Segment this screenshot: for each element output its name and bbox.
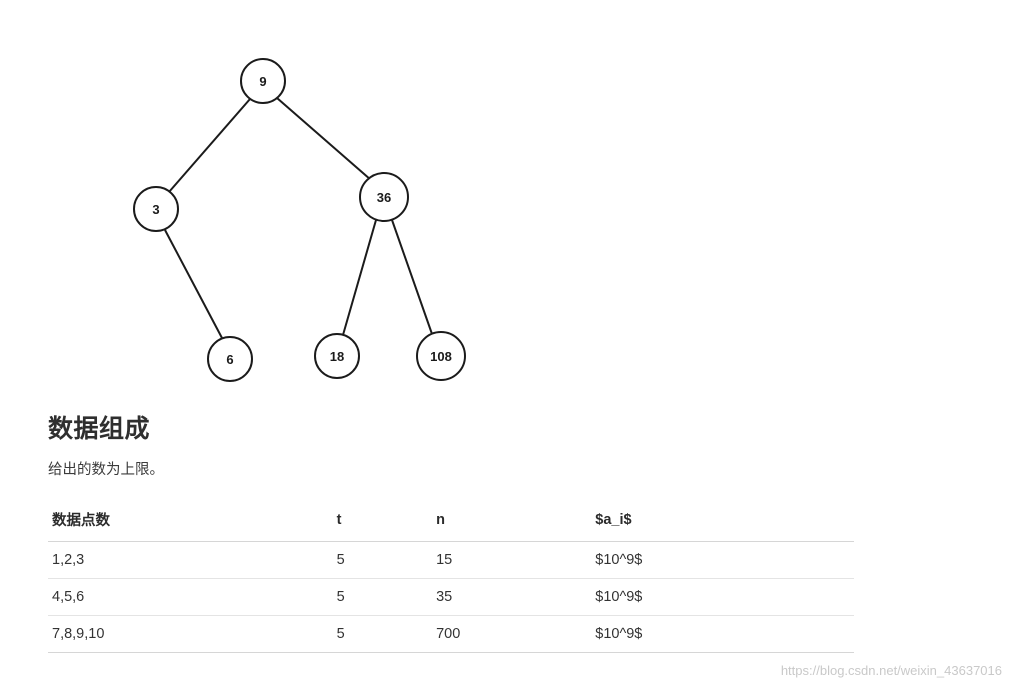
node-label: 18	[330, 349, 344, 364]
section-note: 给出的数为上限。	[48, 462, 164, 478]
column-header-t: t	[336, 505, 437, 542]
column-header-points: 数据点数	[48, 505, 337, 542]
node-circle	[133, 186, 179, 232]
edge-root-left	[168, 98, 251, 193]
tree-nodes: 9 3 36 6 18 108	[133, 58, 466, 382]
node-circle	[207, 336, 253, 382]
node-label: 3	[152, 202, 159, 217]
table-row: 7,8,9,10 5 700 $10^9$	[48, 615, 854, 653]
cell-t: 5	[336, 541, 437, 579]
tree-node-108: 108	[416, 331, 466, 381]
cell-points: 1,2,3	[48, 541, 337, 579]
tree-node-9: 9	[240, 58, 286, 104]
node-label: 9	[259, 74, 266, 89]
tree-node-3: 3	[133, 186, 179, 232]
cell-points: 7,8,9,10	[48, 615, 337, 653]
table-header: 数据点数 t n $a_i$	[48, 505, 854, 542]
edge-right-rightchild	[391, 219, 433, 335]
node-circle	[314, 333, 360, 379]
tree-node-6: 6	[207, 336, 253, 382]
column-header-n: n	[436, 505, 596, 542]
node-label: 6	[226, 352, 233, 367]
node-label: 108	[430, 349, 452, 364]
node-circle	[416, 331, 466, 381]
table-row: 4,5,6 5 35 $10^9$	[48, 578, 854, 616]
binary-tree-diagram: 9 3 36 6 18 108	[133, 58, 466, 382]
tree-node-36: 36	[359, 172, 409, 222]
table-row: 1,2,3 5 15 $10^9$	[48, 541, 854, 579]
watermark-text: https://blog.csdn.net/weixin_43637016	[780, 663, 1002, 678]
section-heading: 数据组成	[48, 415, 151, 443]
tree-node-18: 18	[314, 333, 360, 379]
cell-t: 5	[336, 578, 437, 616]
cell-n: 15	[436, 541, 596, 579]
data-composition-table: 数据点数 t n $a_i$ 1,2,3 5 15 $10^9$ 4,5,6 5…	[48, 505, 854, 653]
cell-points: 4,5,6	[48, 578, 337, 616]
table-header-row: 数据点数 t n $a_i$	[48, 505, 854, 542]
cell-n: 700	[436, 615, 596, 653]
table-body: 1,2,3 5 15 $10^9$ 4,5,6 5 35 $10^9$ 7,8,…	[48, 541, 854, 653]
cell-ai: $10^9$	[595, 615, 854, 653]
cell-ai: $10^9$	[595, 541, 854, 579]
node-label: 36	[377, 190, 391, 205]
document-content: 数据组成 给出的数为上限。 数据点数 t n $a_i$ 1,2,3 5 15 …	[48, 414, 858, 653]
cell-n: 35	[436, 578, 596, 616]
edge-root-right	[276, 97, 372, 181]
node-circle	[240, 58, 286, 104]
column-header-ai: $a_i$	[595, 505, 854, 542]
cell-ai: $10^9$	[595, 578, 854, 616]
edge-left-child	[164, 229, 223, 339]
node-circle	[359, 172, 409, 222]
tree-edges	[164, 97, 433, 339]
edge-right-leftchild	[342, 219, 377, 336]
cell-t: 5	[336, 615, 437, 653]
